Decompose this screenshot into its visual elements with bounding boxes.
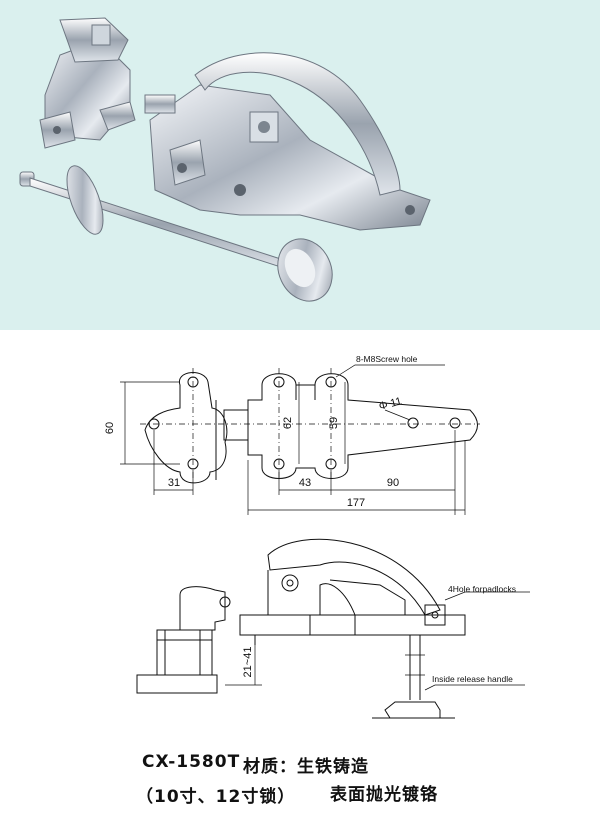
screw-hole-label: 8-M8Screw hole [356,354,418,364]
latch-body [144,52,431,231]
release-handle-label: Inside release handle [432,674,513,684]
side-view-dimensions [225,591,530,691]
dim-177: 177 [347,497,365,509]
keeper-bracket [39,17,136,149]
size-text: （10寸、12寸锁） [136,787,296,807]
top-view-outline [144,372,478,484]
top-view-dimensions [120,364,466,515]
top-view-centerlines [140,368,480,480]
technical-drawings: 60 62 59 31 43 90 177 8-M8Screw hole Φ 1… [0,330,600,770]
dim-60: 60 [104,422,116,434]
drawing-canvas: 60 62 59 31 43 90 177 8-M8Screw hole Φ 1… [104,354,530,719]
dim-90: 90 [387,477,399,489]
finish-text: 表面抛光镀铬 [330,785,438,805]
dim-59: 59 [328,417,340,429]
top-view-screw-holes [148,376,461,470]
side-view-outline [136,538,466,719]
dim-43: 43 [299,477,311,489]
product-photo [19,17,431,302]
dim-62: 62 [282,417,294,429]
dim-range-21-41: 21~41 [242,647,254,678]
product-caption: CX-1580T 材质：生铁铸造 （10寸、12寸锁） 表面抛光镀铬 [0,752,600,818]
model-number: CX-1580T [142,752,241,772]
padlock-label: 4Hole forpadlocks [448,584,516,594]
product-photo-panel [0,0,600,330]
material-text: 材质：生铁铸造 [243,757,369,777]
dim-31: 31 [168,477,180,489]
locking-rod [19,165,333,302]
hole-diameter-label: Φ 11 [378,395,404,413]
